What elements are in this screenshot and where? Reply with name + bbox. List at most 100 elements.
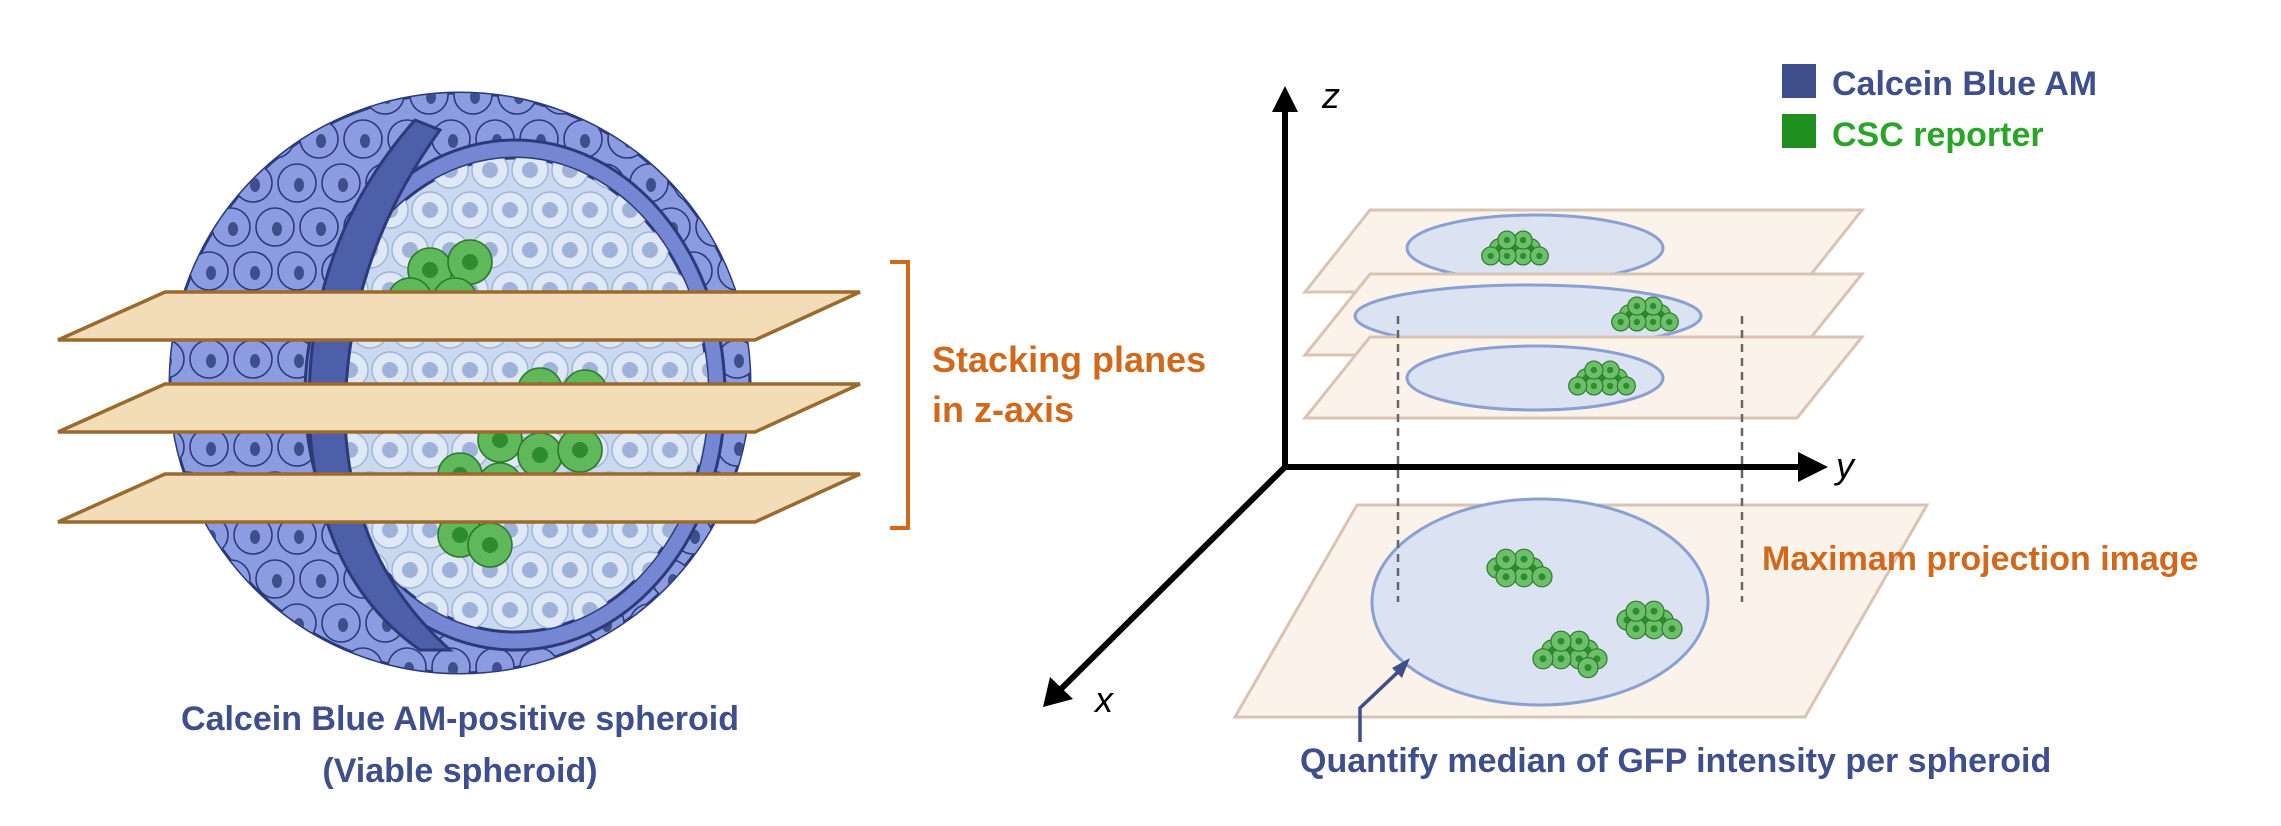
outer-cell-nucleus <box>206 618 216 632</box>
outer-cell-nucleus <box>756 574 766 588</box>
outer-cell-nucleus <box>170 178 172 192</box>
gfp-cell-nucleus <box>1650 607 1658 615</box>
outer-cell <box>170 93 185 115</box>
outer-cell <box>233 93 273 115</box>
gfp-cell-nucleus <box>1557 637 1565 645</box>
gfp-cell-nucleus <box>1503 252 1511 260</box>
inner-cell-nucleus <box>542 602 558 618</box>
inner-cell-nucleus <box>702 202 708 218</box>
gfp-cell-nucleus <box>1557 655 1565 663</box>
gfp-cell-nucleus <box>1520 573 1528 581</box>
inner-cell-nucleus <box>562 562 578 578</box>
inner-cell-nucleus <box>382 362 398 378</box>
inner-cell-nucleus <box>602 242 618 258</box>
outer-cell-nucleus <box>448 662 458 673</box>
inner-cell-nucleus <box>402 562 418 578</box>
outer-cell-nucleus <box>294 178 304 192</box>
outer-cell <box>541 93 581 115</box>
z-axis-arrowhead <box>1272 86 1298 112</box>
legend: Calcein Blue AM CSC reporter <box>1782 64 2097 154</box>
outer-cell-nucleus <box>184 662 194 673</box>
outer-cell <box>673 93 713 115</box>
spheroid-caption-line2: (Viable spheroid) <box>322 752 597 790</box>
outer-cell-nucleus <box>712 662 722 673</box>
outer-cell-nucleus <box>646 618 656 632</box>
inner-cell-nucleus <box>522 562 538 578</box>
outer-cell-nucleus <box>170 93 172 104</box>
outer-cell-nucleus <box>668 662 678 673</box>
outer-cell-nucleus <box>184 222 194 236</box>
inner-cell-nucleus <box>502 362 518 378</box>
outer-cell-nucleus <box>228 134 238 148</box>
inner-cell-nucleus <box>682 162 698 178</box>
inner-cell-nucleus <box>542 522 558 538</box>
outer-cell <box>255 119 295 159</box>
outer-cell-nucleus <box>250 266 260 280</box>
inner-cell-nucleus <box>522 242 538 258</box>
outer-cell <box>189 163 229 203</box>
outer-cell-nucleus <box>756 662 766 676</box>
outer-cell <box>255 647 295 673</box>
stacking-planes <box>57 290 861 524</box>
outer-cell-nucleus <box>734 618 744 632</box>
inner-cell-nucleus <box>602 562 618 578</box>
outer-cell-nucleus <box>734 266 744 280</box>
outer-cell-nucleus <box>272 222 282 236</box>
outer-cell <box>170 163 185 203</box>
outer-cell <box>607 647 647 673</box>
csc-cell-nucleus <box>532 447 548 463</box>
inner-cell-nucleus <box>542 202 558 218</box>
gfp-cell-nucleus <box>1519 252 1527 260</box>
outer-cell-nucleus <box>250 178 260 192</box>
csc-cell-nucleus <box>462 254 478 270</box>
outer-cell-nucleus <box>756 134 766 148</box>
axes-3d <box>1043 86 1828 707</box>
projection-plane-group <box>1232 316 1930 719</box>
outer-cell <box>189 93 229 115</box>
outer-cell-nucleus <box>712 222 722 236</box>
outer-cell-nucleus <box>646 93 656 104</box>
inner-cell-nucleus <box>622 362 638 378</box>
outer-cell-nucleus <box>734 442 744 456</box>
outer-cell <box>170 207 207 247</box>
outer-cell-nucleus <box>580 662 590 673</box>
outer-cell <box>211 119 251 159</box>
outer-cell-nucleus <box>228 574 238 588</box>
inner-cell-nucleus <box>382 442 398 458</box>
outer-cell <box>170 559 207 599</box>
image-planes <box>1301 208 1866 420</box>
inner-cell-nucleus <box>662 442 678 458</box>
outer-cell <box>170 647 207 673</box>
gfp-cell-nucleus <box>1575 637 1583 645</box>
inner-cell-nucleus <box>422 202 438 218</box>
outer-cell <box>695 119 735 159</box>
gfp-cell-nucleus <box>1590 366 1598 374</box>
outer-cell <box>211 647 251 673</box>
legend-label-csc: CSC reporter <box>1832 116 2044 154</box>
stacking-planes-label-line2: in z-axis <box>932 389 1074 430</box>
gfp-cell-nucleus <box>1520 555 1528 563</box>
outer-cell <box>717 93 750 115</box>
outer-cell <box>170 603 185 643</box>
outer-cell-nucleus <box>250 618 260 632</box>
gfp-cluster-top <box>1481 230 1549 266</box>
outer-cell-nucleus <box>536 662 546 673</box>
outer-cell <box>170 339 185 379</box>
stacking-plane-2 <box>57 382 861 434</box>
outer-cell-nucleus <box>294 93 304 104</box>
gfp-cell-nucleus <box>1632 625 1640 633</box>
gfp-cell-nucleus <box>1617 318 1624 326</box>
projection-label: Maximam projection image <box>1762 540 2198 578</box>
outer-cell <box>673 163 713 203</box>
x-axis-line <box>1057 464 1288 693</box>
gfp-cell-nucleus <box>1574 382 1581 390</box>
csc-cell-nucleus <box>482 537 498 553</box>
outer-cell <box>189 603 229 643</box>
outer-cell-nucleus <box>316 574 326 588</box>
outer-cell-nucleus <box>690 93 700 104</box>
gfp-cell-nucleus <box>1649 318 1657 326</box>
outer-cell <box>563 647 603 673</box>
outer-cell-nucleus <box>316 222 326 236</box>
outer-cell <box>651 647 691 673</box>
